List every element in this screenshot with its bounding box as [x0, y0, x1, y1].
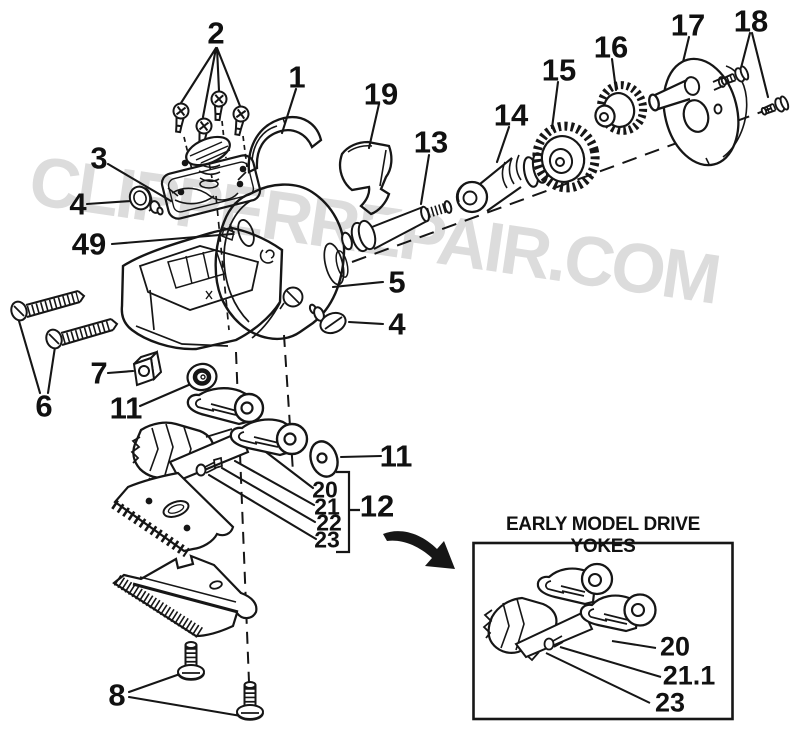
callout-4-left: 4	[69, 186, 87, 222]
lower-blade	[112, 554, 258, 639]
callout-16: 16	[593, 29, 629, 65]
callout-5: 5	[388, 264, 406, 300]
callout-1: 1	[288, 59, 306, 95]
callout-13: 13	[413, 124, 449, 160]
callout-21: 21	[314, 493, 340, 520]
callout-11-right: 11	[379, 438, 413, 474]
callout-14: 14	[493, 97, 529, 133]
inset-yoke-drawing	[482, 562, 662, 704]
callout-11-left: 11	[109, 390, 143, 426]
end-plate	[648, 57, 748, 167]
blade-screws	[177, 641, 264, 721]
callout-49: 49	[71, 226, 107, 262]
square-nut	[132, 349, 163, 387]
bushing	[128, 185, 164, 216]
pinion-gear	[594, 81, 648, 135]
washer-right	[309, 440, 339, 478]
inset-callout-21-1: 21.1	[662, 660, 716, 691]
inset-title: EARLY MODEL DRIVE YOKES	[505, 514, 701, 557]
top-cover-segment	[247, 115, 323, 174]
callout-20: 20	[312, 476, 338, 503]
motor-housing	[120, 183, 349, 351]
callout-6: 6	[35, 388, 53, 424]
drive-link	[341, 200, 453, 253]
end-plate-screws	[720, 65, 790, 116]
housing-screw	[308, 303, 347, 335]
callout-8: 8	[108, 677, 126, 713]
upper-blade	[111, 471, 235, 558]
washer-left	[186, 362, 218, 392]
callout-17: 17	[670, 7, 706, 43]
callout-23: 23	[314, 526, 340, 553]
inset-arrow	[383, 531, 455, 569]
inset-callout-23: 23	[654, 687, 686, 718]
top-plate-oil-cap	[160, 135, 262, 220]
hook-lever	[338, 140, 393, 216]
drive-yoke-assembly	[130, 387, 309, 491]
main-gear	[532, 121, 600, 193]
callout-22: 22	[316, 509, 342, 536]
leader-lines	[17, 31, 770, 718]
callout-15: 15	[541, 52, 577, 88]
inset-box	[472, 541, 734, 721]
callout-12: 12	[359, 488, 395, 524]
inset-callout-20: 20	[659, 631, 691, 662]
long-screws	[10, 290, 119, 350]
callout-3: 3	[90, 140, 108, 176]
callout-2: 2	[207, 15, 225, 51]
callout-4-right: 4	[388, 306, 406, 342]
callout-7: 7	[90, 355, 108, 391]
callout-19: 19	[363, 76, 399, 112]
bearing-assembly	[455, 152, 554, 214]
callout-18: 18	[733, 3, 769, 39]
bracket-12	[336, 470, 360, 554]
